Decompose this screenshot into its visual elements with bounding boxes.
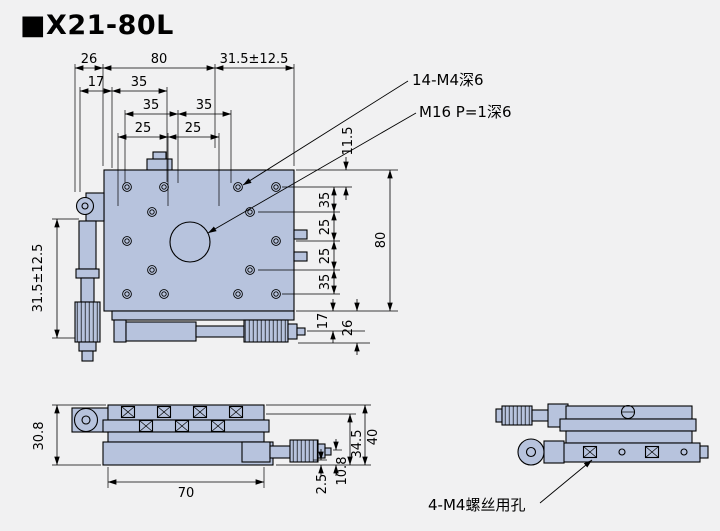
side-micrometer [495, 403, 569, 428]
center-bore-m16 [169, 221, 211, 263]
micrometer-thimble [243, 319, 289, 343]
screw-head [156, 405, 172, 419]
front-lower-plate [107, 431, 265, 443]
screw-head [192, 405, 208, 419]
knob-bracket [543, 440, 565, 464]
dim-row3-35b: 35 [196, 98, 213, 113]
screw-head [138, 419, 154, 433]
dim-front-34-5: 34.5 [350, 430, 365, 459]
page-title: ■X21-80L [20, 10, 174, 41]
dim-front-height: 30.8 [32, 422, 47, 451]
top-view-dimensions: 26 80 31.5±12.5 17 35 35 35 25 25 31.5±1… [31, 52, 398, 355]
dim-front-2-5: 2.5 [315, 474, 330, 495]
callout-center-thread: M16 P=1深6 [419, 103, 512, 121]
clamp-screw [293, 251, 308, 262]
screw-head [582, 445, 598, 459]
micrometer-thimble [289, 439, 319, 463]
side-base-plate [557, 442, 701, 463]
dim-right-80: 80 [374, 232, 389, 249]
dim-top-26: 26 [81, 52, 98, 67]
dim-bottom-17: 17 [316, 313, 331, 330]
side-view [495, 403, 709, 466]
callouts-top: 14-M4深6 M16 P=1深6 [207, 71, 512, 234]
screw-head [644, 445, 660, 459]
side-top-plate [565, 405, 693, 420]
micrometer-thimble [74, 301, 101, 343]
callout-side-holes: 4-M4螺丝用孔 [428, 496, 525, 514]
dim-row2-17: 17 [88, 75, 105, 90]
dim-row2-35: 35 [131, 75, 148, 90]
dim-row4-25b: 25 [185, 121, 202, 136]
dim-row4-25a: 25 [135, 121, 152, 136]
adjust-knob [517, 438, 545, 466]
front-micrometer [241, 439, 332, 463]
dim-chain-35b: 35 [318, 274, 333, 291]
stage-top-plate [103, 169, 295, 312]
micrometer-thimble [501, 405, 533, 426]
screw-head [120, 405, 136, 419]
dim-front-40: 40 [366, 429, 381, 446]
dim-chain-25a: 25 [318, 219, 333, 236]
side-mid-plate [559, 418, 697, 432]
dim-chain-25b: 25 [318, 248, 333, 265]
dim-front-width: 70 [178, 486, 195, 501]
mount-hole [680, 448, 688, 456]
callouts-side: 4-M4螺丝用孔 [428, 459, 593, 514]
front-view-dimensions: 30.8 70 2.5 10.8 34.5 40 [32, 404, 381, 501]
dim-row3-35a: 35 [143, 98, 160, 113]
clamp-screw [699, 445, 709, 459]
dim-left-travel: 31.5±12.5 [31, 244, 46, 313]
dim-top-travel: 31.5±12.5 [220, 52, 289, 67]
y-micrometer [74, 192, 105, 362]
screw-head [174, 419, 190, 433]
mount-hole [618, 448, 626, 456]
dim-right-11-5: 11.5 [341, 127, 356, 156]
dim-bottom-26: 26 [341, 320, 356, 337]
side-lower-plate [565, 430, 693, 444]
screw-head [228, 405, 244, 419]
x-micrometer [111, 310, 306, 343]
dim-top-80: 80 [151, 52, 168, 67]
dim-chain-35a: 35 [318, 192, 333, 209]
callout-screw-holes: 14-M4深6 [412, 71, 484, 89]
adjust-knob [73, 407, 99, 433]
clamp-screw [293, 229, 308, 240]
top-view [74, 151, 308, 362]
lock-knob [75, 196, 95, 216]
screw-head [210, 419, 226, 433]
dim-front-10-8: 10.8 [335, 457, 350, 486]
